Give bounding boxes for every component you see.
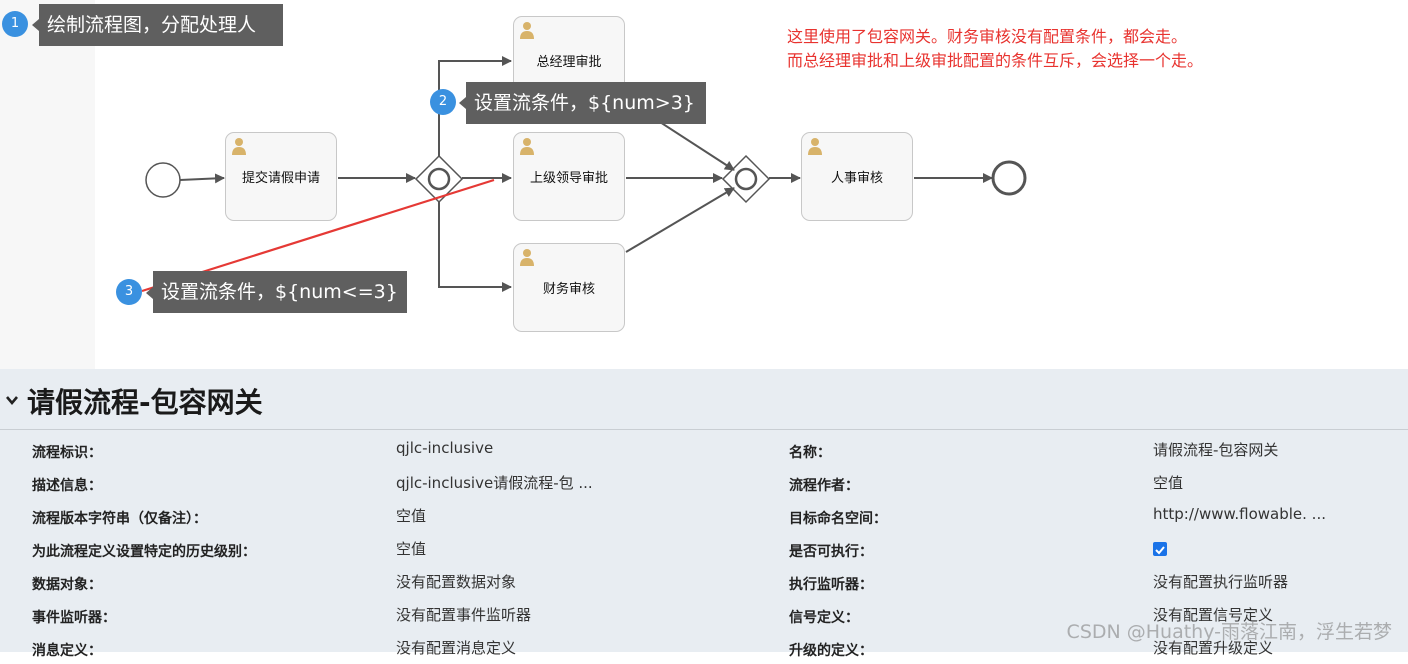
panel-title: 请假流程-包容网关 — [27, 386, 263, 419]
property-row: 数据对象： 没有配置数据对象 执行监听器： 没有配置执行监听器 — [0, 565, 1408, 598]
property-row: 事件监听器： 没有配置事件监听器 信号定义： 没有配置信号定义 — [0, 598, 1408, 631]
property-value[interactable]: 没有配置数据对象 — [396, 573, 517, 591]
property-key: 数据对象： — [32, 577, 102, 593]
property-value[interactable]: 请假流程-包容网关 — [1153, 441, 1279, 459]
callout-step-2: 设置流条件，${num>3} — [466, 82, 706, 124]
property-row: 描述信息： qjlc-inclusive请假流程-包 ... 流程作者： 空值 — [0, 466, 1408, 499]
property-key: 是否可执行： — [789, 544, 873, 560]
property-value[interactable]: 空值 — [1153, 474, 1184, 492]
user-task-icon — [520, 138, 534, 155]
property-key: 升级的定义： — [789, 643, 873, 659]
property-key: 事件监听器： — [32, 610, 116, 626]
flow-gateway-gm — [438, 56, 512, 156]
step-badge-2: 2 — [430, 89, 456, 115]
property-key: 流程作者： — [789, 478, 859, 494]
palette-strip — [0, 0, 95, 369]
property-key: 名称： — [789, 445, 831, 461]
flow-gateway-finance — [438, 202, 512, 292]
step-badge-3: 3 — [116, 279, 142, 305]
property-key: 流程版本字符串（仅备注）： — [32, 511, 207, 527]
task-label: 提交请假申请 — [241, 171, 320, 186]
property-value[interactable]: 空值 — [396, 540, 427, 558]
property-key: 信号定义： — [789, 610, 859, 626]
property-value[interactable]: 没有配置执行监听器 — [1153, 573, 1289, 591]
task-finance-review[interactable]: 财务审核 — [513, 243, 625, 332]
flow-start-submit — [179, 173, 225, 184]
user-task-icon — [232, 138, 246, 155]
callout-pointer — [146, 287, 153, 299]
property-value[interactable]: 空值 — [396, 507, 427, 525]
property-key: 目标命名空间： — [789, 511, 887, 527]
task-submit-leave[interactable]: 提交请假申请 — [225, 132, 337, 221]
process-diagram-canvas[interactable]: 提交请假申请 总经理审批 上级领导审批 财务审核 人事审核 1 绘制流程图，分配… — [0, 0, 1408, 369]
task-label: 财务审核 — [542, 282, 595, 297]
executable-checkbox[interactable] — [1153, 542, 1167, 556]
property-value[interactable]: qjlc-inclusive — [396, 439, 494, 457]
note-line: 这里使用了包容网关。财务审核没有配置条件，都会走。 — [787, 27, 1188, 46]
task-hr-review[interactable]: 人事审核 — [801, 132, 913, 221]
user-task-icon — [520, 22, 534, 39]
property-value[interactable]: 没有配置信号定义 — [1153, 606, 1274, 624]
callout-pointer — [32, 19, 39, 31]
watermark: CSDN @Huathy-雨落江南，浮生若梦 — [1066, 621, 1392, 643]
task-leader-approve[interactable]: 上级领导审批 — [513, 132, 625, 221]
start-event[interactable] — [145, 162, 181, 198]
property-value[interactable]: 没有配置事件监听器 — [396, 606, 532, 624]
callout-step-1: 绘制流程图，分配处理人 — [39, 4, 283, 46]
inclusive-gateway-join[interactable] — [721, 154, 771, 204]
property-value[interactable]: qjlc-inclusive请假流程-包 ... — [396, 474, 593, 492]
checkmark-icon — [1155, 546, 1165, 555]
property-row: 为此流程定义设置特定的历史级别： 空值 是否可执行： — [0, 532, 1408, 565]
flow-connectors — [141, 56, 1027, 293]
property-key: 消息定义： — [32, 643, 102, 659]
property-row: 流程标识： qjlc-inclusive 名称： 请假流程-包容网关 — [0, 433, 1408, 466]
user-task-icon — [520, 249, 534, 266]
property-row: 流程版本字符串（仅备注）： 空值 目标命名空间： http://www.flow… — [0, 499, 1408, 532]
flow-finance-join — [625, 187, 735, 253]
inclusive-gateway-split[interactable] — [414, 154, 464, 204]
properties-panel: 请假流程-包容网关 流程标识： qjlc-inclusive 名称： 请假流程-… — [0, 369, 1408, 659]
property-value[interactable]: 没有配置消息定义 — [396, 639, 517, 657]
task-label: 人事审核 — [830, 171, 883, 186]
property-key: 为此流程定义设置特定的历史级别： — [32, 544, 256, 560]
user-task-icon — [808, 138, 822, 155]
property-key: 描述信息： — [32, 478, 102, 494]
note-line: 而总经理审批和上级审批配置的条件互斥，会选择一个走。 — [787, 51, 1204, 70]
end-event[interactable] — [991, 160, 1027, 196]
property-key: 执行监听器： — [789, 577, 873, 593]
property-key: 流程标识： — [32, 445, 102, 461]
task-label: 上级领导审批 — [529, 171, 608, 186]
gateway-explanation-note: 这里使用了包容网关。财务审核没有配置条件，都会走。 而总经理审批和上级审批配置的… — [787, 25, 1203, 73]
callout-step-3: 设置流条件，${num<=3} — [153, 271, 407, 313]
step-badge-1: 1 — [2, 11, 28, 37]
callout-pointer — [459, 97, 466, 109]
chevron-down-icon[interactable] — [5, 393, 19, 407]
panel-header[interactable]: 请假流程-包容网关 — [0, 369, 1408, 430]
task-label: 总经理审批 — [536, 55, 602, 70]
property-value[interactable]: http://www.flowable. ... — [1153, 505, 1326, 523]
